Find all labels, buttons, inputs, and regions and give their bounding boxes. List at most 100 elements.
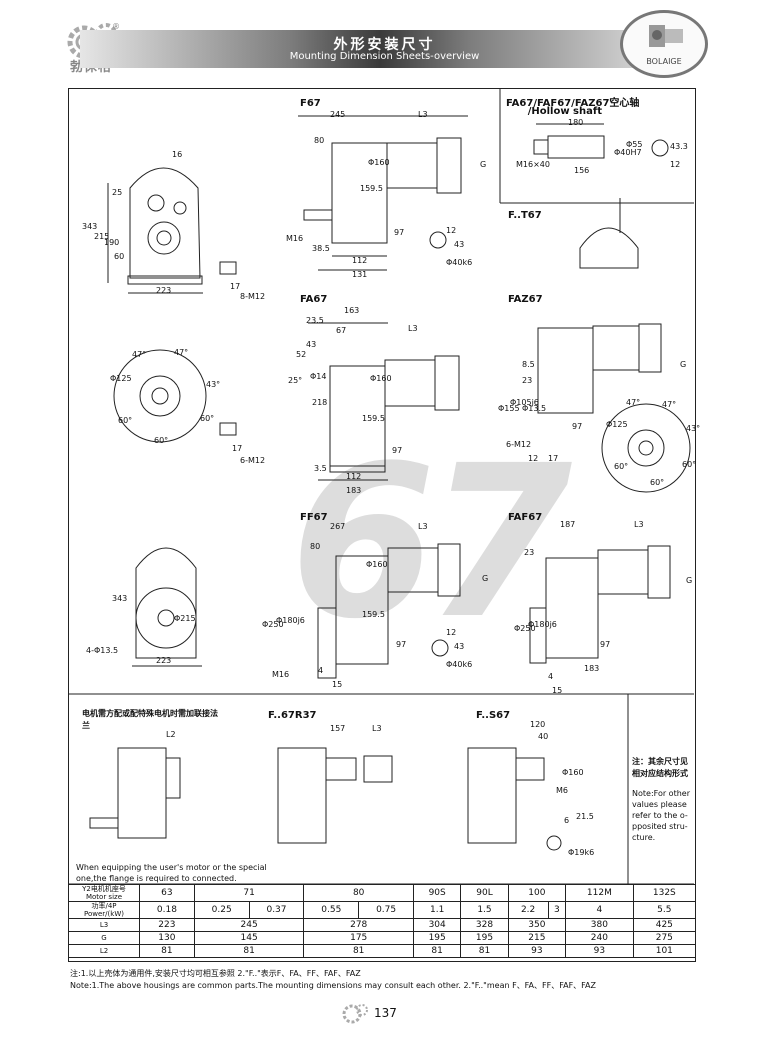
view-label-hollow: FA67/FAF67/FAZ67空心轴 [506,98,640,109]
dim-ff67-7: Φ180j6 [276,616,305,625]
dim-s67-1: 120 [530,720,546,729]
table-cell: 215 [507,931,567,945]
dim-side-7: 223 [156,286,172,295]
dim-faz-flange-2: 47° [662,400,677,409]
dim-faf67-5: Φ250 [514,624,536,633]
dim-faf67-6: Φ180j6 [528,620,557,629]
header-bar [80,30,680,68]
dim-fa67-14: 112 [346,472,362,481]
power-cell: 3 [547,901,567,919]
dim-side-6: 60 [114,252,125,261]
dim-faz67-3: Φ155 [498,404,520,413]
dim-faz-flange-3: Φ125 [606,420,628,429]
footnote-cn: 注:1.以上壳体为通用件,安装尺寸均可相互参照 2."F.."表示F、FA、FF… [70,969,361,978]
dim-f67-6: G [480,160,487,169]
dim-f67-3: 80 [314,136,325,145]
dim-side-4: 215 [94,232,110,241]
table-cell: 93 [507,944,567,958]
dim-faz67-10: G [680,360,687,369]
header-en: Motor size [85,893,123,901]
power-cell: 4 [565,901,634,919]
table-cell: 101 [632,944,697,958]
technical-drawings [68,88,694,885]
dim-hollow-4: Φ40H7 [614,148,642,157]
gearbox-logo-icon [649,25,683,47]
dim-side-8: 17 [230,282,241,291]
dim-f67-4: Φ160 [368,158,390,167]
view-label-f67r37: F..67R37 [268,710,317,721]
dim-ff67-8: 159.5 [362,610,385,619]
dim-faf67-8: 4 [548,672,554,681]
dim-flange-5: 60° [118,416,133,425]
dim-faf67-4: G [686,576,693,585]
dim-f67-1: 245 [330,110,346,119]
dim-hollow-7: 12 [670,160,681,169]
brand-logo: BOLAIGE [620,10,708,78]
table-cell: 195 [412,931,462,945]
page-title-en: Mounting Dimension Sheets-overview [289,51,480,62]
table-row: L3 223 245 278 304 328 350 380 425 [68,918,697,932]
power-cell: 0.55 [303,901,360,919]
dim-f67-13: 43 [454,240,465,249]
dim-f67-10: 112 [352,256,368,265]
dim-ffside-3: 4-Φ13.5 [86,646,119,655]
table-row: G 130 145 175 195 195 215 240 275 [68,931,697,945]
dim-ff67-10: M16 [272,670,290,679]
dim-ff67-9: 97 [396,640,407,649]
dim-fa67-15: 183 [346,486,362,495]
table-cell: 195 [460,931,509,945]
power-cell: 0.18 [139,901,195,919]
power-cell: 0.37 [248,901,305,919]
dim-flange-2: 47° [174,348,189,357]
power-cell: 1.5 [460,901,509,919]
dim-side-5: 190 [104,238,120,247]
dim-ffside-4: 223 [156,656,172,665]
table-cell: 245 [193,918,305,932]
size-cell: 100 [507,884,567,902]
table-cell: 93 [565,944,634,958]
table-cell: 350 [507,918,567,932]
size-cell: 80 [303,884,414,902]
dim-hollow-3: 156 [574,166,590,175]
dim-faz-flange-1: 47° [626,398,641,407]
dim-ff67-12: 15 [332,680,343,689]
dim-faz67-4: Φ105j6 [510,398,539,407]
row-name: L3 [68,918,140,932]
table-cell: 81 [139,944,195,958]
view-label-hollow-en: /Hollow shaft [527,106,602,117]
dim-s67-4: M6 [556,786,568,795]
power-en: Power/(kW) [84,910,124,918]
dim-faz67-1: 8.5 [522,360,535,369]
dim-ff67-4: Φ160 [366,560,388,569]
view-label-f67: F67 [300,98,321,109]
page-header: 勃徕格 ® 外形安装尺寸 Mounting Dimension Sheets-o… [0,0,769,78]
dim-faz67-7: 12 [528,454,539,463]
dim-flange-4: 43° [206,380,221,389]
note-special-en: When equipping the user's motor or the s… [76,863,267,883]
power-cell: 2.2 [507,901,549,919]
power-cn: 功率/4P [91,902,117,910]
watermark-67: 67 [290,420,572,665]
table-cell: 81 [412,944,462,958]
drawing-frame [68,88,696,962]
view-label-ft67: F..T67 [508,210,542,221]
view-label-ff67: FF67 [300,512,328,523]
dim-fa67-5: 43 [306,340,317,349]
size-cell: 90S [412,884,462,902]
row-name: L2 [68,944,140,958]
dim-ff67-14: 43 [454,642,465,651]
dim-fa67-8: Φ14 [310,372,327,381]
dim-faz-flange-6: 60° [682,460,697,469]
table-cell: 278 [303,918,414,932]
dim-fa67-9: Φ160 [370,374,392,383]
table-cell: 81 [193,944,305,958]
dim-f67-5: 159.5 [360,184,383,193]
view-label-faz67: FAZ67 [508,294,543,305]
dim-hollow-2: M16×40 [516,160,550,169]
dim-hollow-1: 180 [568,118,584,127]
note-special-cn: 电机需方配或配特殊电机时需加联接法兰 [82,709,218,730]
dim-ff67-13: 12 [446,628,457,637]
